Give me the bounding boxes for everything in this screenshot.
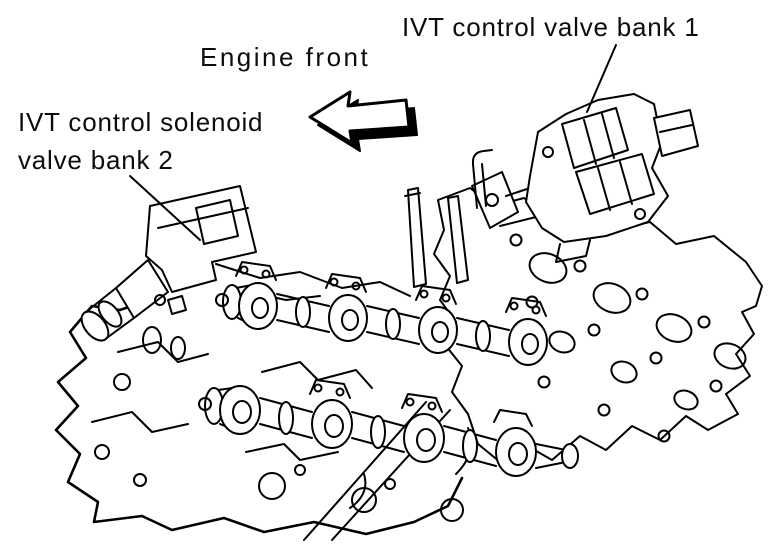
ivt-valve-bank1-assembly <box>471 93 699 263</box>
label-bank2-line1: IVT control solenoid <box>18 107 264 137</box>
mounting-studs <box>404 149 493 288</box>
camshaft-lower <box>198 379 579 522</box>
bank1-connector <box>653 109 699 157</box>
cylinder-head-outline <box>54 263 472 541</box>
leader-line-bank2 <box>129 175 201 241</box>
camshaft-upper <box>215 261 548 366</box>
label-engine-front: Engine front <box>200 42 371 72</box>
label-ivt-control-solenoid-bank2: IVT control solenoid valve bank 2 <box>18 103 263 179</box>
label-ivt-control-valve-bank1: IVT control valve bank 1 <box>402 12 700 42</box>
ivt-solenoid-bank2-assembly <box>80 185 257 360</box>
engine-front-arrow <box>308 90 418 152</box>
gasket-flange <box>433 187 763 463</box>
label-bank2-line2: valve bank 2 <box>18 145 174 175</box>
leader-line-bank1 <box>586 44 617 113</box>
gasket-ports <box>509 233 747 443</box>
